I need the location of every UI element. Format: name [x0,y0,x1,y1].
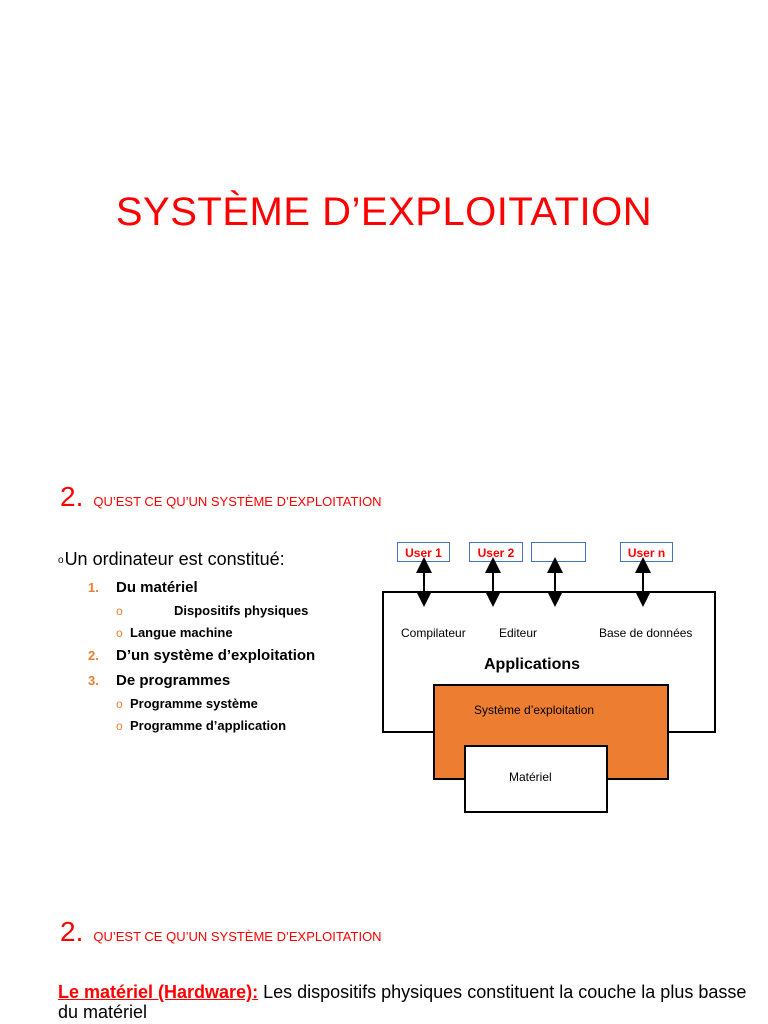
list-number: 3. [88,673,99,688]
sub-label: Programme système [130,696,258,711]
sub-bullet-icon: o [116,626,123,640]
list-number: 1. [88,580,99,595]
list-label: De programmes [116,672,231,689]
section-number: 2. [60,916,84,947]
section-heading-text: QU’EST CE QU’UN SYSTÈME D’EXPLOITATION [93,929,382,944]
list-number: 2. [88,648,99,663]
sub-item-machine-language: o Langue machine [116,625,233,640]
hardware-definition: Le matériel (Hardware): Les dispositifs … [58,982,748,1022]
sub-label: Dispositifs physiques [174,603,309,618]
user-box-1: User 1 [397,542,450,562]
hardware-definition-text: Les dispositifs physiques constituent la… [58,982,747,1022]
sub-label: Programme d’application [130,718,287,733]
sub-item-application-program: o Programme d’application [116,718,286,733]
app-label-compiler: Compilateur [401,626,466,640]
section-heading-2: 2. QU’EST CE QU’UN SYSTÈME D’EXPLOITATIO… [60,916,382,948]
sub-item-physical-devices: o Dispositifs physiques [116,603,308,618]
list-item-programs: 3. De programmes [88,672,230,689]
section-number: 2. [60,481,84,512]
list-label: D’un système d’exploitation [116,647,316,664]
list-label: Du matériel [116,579,198,596]
sub-bullet-icon: o [116,604,123,618]
user-box-empty [531,542,586,562]
sub-bullet-icon: o [116,719,123,733]
intro-line: oUn ordinateur est constitué: [58,549,285,570]
hardware-layer-box [464,745,608,813]
intro-text: Un ordinateur est constitué: [64,549,285,569]
app-label-editor: Editeur [499,626,538,640]
os-layer-label: Système d’exploitation [474,703,595,717]
page-title: SYSTÈME D’EXPLOITATION [115,190,653,234]
sub-bullet-icon: o [116,697,123,711]
section-heading-text: QU’EST CE QU’UN SYSTÈME D’EXPLOITATION [93,494,382,509]
user-box-2: User 2 [469,542,523,562]
sub-item-system-program: o Programme système [116,696,258,711]
hardware-term: Le matériel (Hardware): [58,982,259,1002]
list-item-hardware: 1. Du matériel [88,579,198,596]
sub-label: Langue machine [130,625,233,640]
user-box-n: User n [620,542,673,562]
section-heading-1: 2. QU’EST CE QU’UN SYSTÈME D’EXPLOITATIO… [60,481,382,513]
circle-bullet-icon: o [58,554,64,566]
app-label-database: Base de données [599,626,693,640]
hardware-layer-label: Matériel [509,770,552,784]
applications-title: Applications [484,656,581,673]
list-item-os: 2. D’un système d’exploitation [88,647,315,664]
